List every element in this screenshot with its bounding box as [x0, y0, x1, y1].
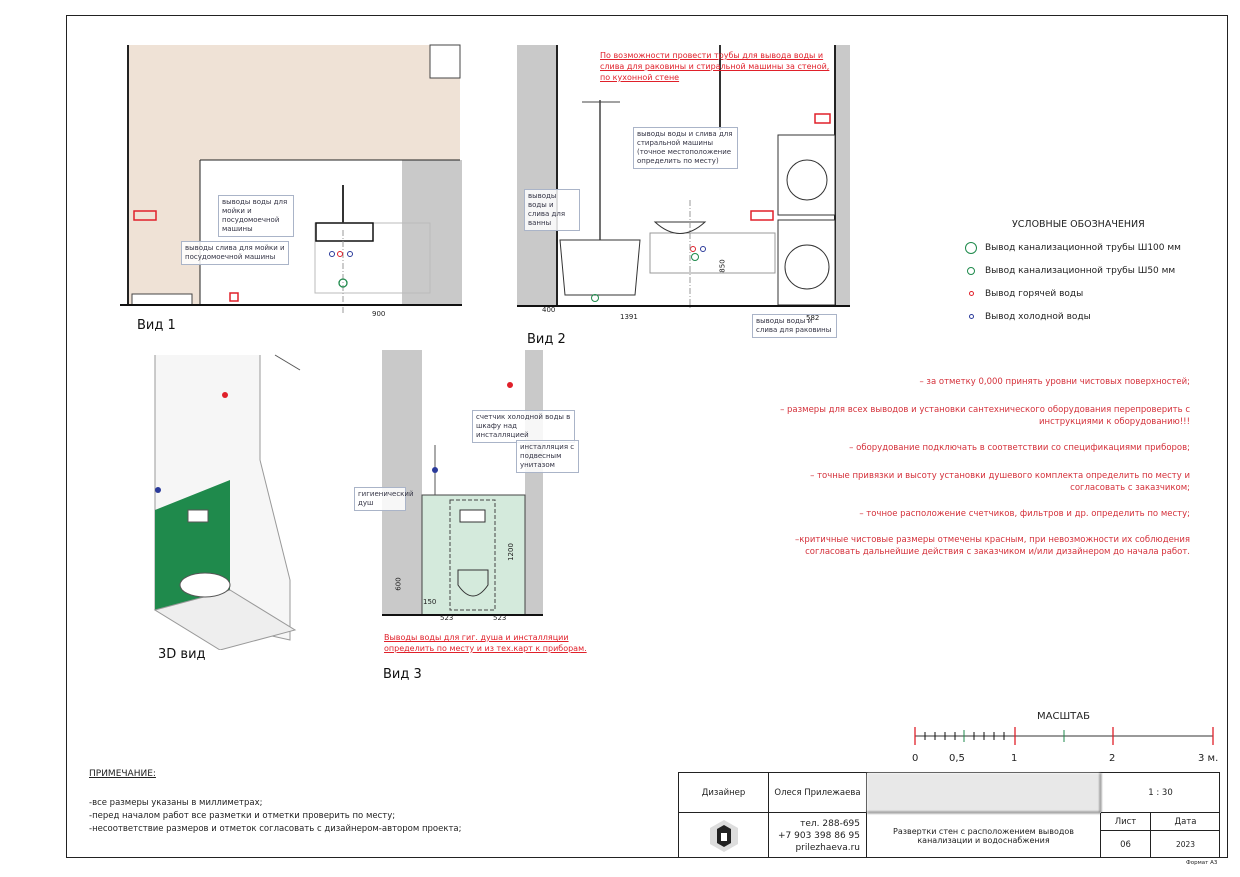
legend-title: УСЛОВНЫЕ ОБОЗНАЧЕНИЯ: [1012, 219, 1145, 230]
large-green-circle-icon: [965, 241, 977, 254]
callout-v3-install: инсталляция с подвесным унитазом: [516, 440, 579, 473]
legend-label: Вывод горячей воды: [985, 288, 1084, 299]
title-block: Дизайнер Олеся Прилежаева 1 : 30 тел. 28…: [678, 772, 1220, 858]
legend-label: Вывод канализационной трубы Ш50 мм: [985, 265, 1176, 276]
requirement: – точное расположение счетчиков, фильтро…: [859, 509, 1190, 519]
format-label: Формат А3: [1186, 860, 1218, 866]
date-value: 2023: [1175, 840, 1196, 849]
dim-v3-600: 600: [394, 577, 403, 591]
scale-tick-1: 1: [1011, 753, 1018, 764]
sheet-number: 06: [1101, 831, 1151, 858]
requirement: – за отметку 0,000 принять уровни чистов…: [919, 377, 1190, 387]
sheet-label: Лист: [1101, 813, 1151, 831]
legend-item: Вывод холодной воды: [965, 305, 1181, 328]
view-2-label: Вид 2: [527, 332, 566, 347]
callout-v3-hygienic-shower: гигиенический душ: [354, 487, 414, 511]
drawing-scale: 1 : 30: [1101, 773, 1220, 813]
red-dot-icon: [968, 291, 974, 296]
note-item: -несоответствие размеров и отметок согла…: [89, 824, 462, 834]
legend-item: Вывод канализационной трубы Ш50 мм: [965, 259, 1181, 282]
note-item: -все размеры указаны в миллиметрах;: [89, 798, 263, 808]
designer-role: Дизайнер: [679, 773, 769, 813]
v2-red-note: По возможности провести трубы для вывода…: [600, 51, 830, 82]
view-3-label: Вид 3: [383, 667, 422, 682]
callout-v2-sink: выводы воды и слива для раковины: [752, 314, 837, 338]
v3-red-note: Выводы воды для гиг. душа и инсталляции …: [384, 633, 587, 653]
date-label: Дата: [1151, 813, 1220, 831]
dim-v3-1200: 1200: [506, 543, 515, 561]
blue-dot-icon: [968, 314, 974, 319]
drawing-frame: [66, 15, 1228, 858]
scale-tick-3: 3 м.: [1198, 753, 1219, 764]
requirement: –критичные чистовые размеры отмечены кра…: [795, 535, 1190, 557]
scale-tick-0-5: 0,5: [949, 753, 965, 764]
dim-v3-523-left: 523: [440, 614, 454, 622]
requirements-list: – за отметку 0,000 принять уровни чистов…: [760, 376, 1190, 558]
scale-bar: [914, 727, 1214, 745]
phone-1: тел. 288-695: [800, 818, 860, 829]
legend-label: Вывод холодной воды: [985, 311, 1091, 322]
website: prilezhaeva.ru: [795, 842, 860, 853]
callout-v2-washer: выводы воды и слива для стиральной машин…: [633, 127, 738, 169]
requirement: – точные привязки и высоту установки душ…: [810, 471, 1190, 493]
view-3-drawing: [382, 350, 543, 616]
sheet-title: Развертки стен с расположением выводов к…: [867, 813, 1101, 858]
notes-list: -все размеры указаны в миллиметрах; -пер…: [89, 797, 462, 836]
view-2-drawing: [517, 45, 850, 310]
dim-v1: 900: [372, 310, 386, 318]
designer-logo: [679, 813, 769, 858]
legend-label: Вывод канализационной трубы Ш100 мм: [985, 242, 1181, 253]
requirement: – размеры для всех выводов и установки с…: [780, 405, 1190, 427]
note-item: -перед началом работ все разметки и отме…: [89, 811, 396, 821]
scale-tick-0: 0: [912, 753, 919, 764]
view-3d-label: 3D вид: [158, 647, 206, 662]
view-1-label: Вид 1: [137, 318, 176, 333]
scale-tick-2: 2: [1109, 753, 1116, 764]
dim-v3-523-right: 523: [493, 614, 507, 622]
callout-v1-drain: выводы слива для мойки и посудомоечной м…: [181, 241, 289, 265]
dim-v2-1391: 1391: [620, 313, 638, 321]
view-1-drawing: [120, 44, 462, 315]
callout-v3-meter: счетчик холодной воды в шкафу над инстал…: [472, 410, 575, 443]
callout-v1-water: выводы воды для мойки и посудомоечной ма…: [218, 195, 294, 237]
legend-item: Вывод канализационной трубы Ш100 мм: [965, 236, 1181, 259]
legend: Вывод канализационной трубы Ш100 мм Выво…: [965, 236, 1181, 328]
callout-v2-bath: выводы воды и слива для ванны: [524, 189, 580, 231]
dim-v2-400: 400: [542, 306, 556, 314]
redacted-address: [867, 773, 1101, 813]
dim-v2-582: 582: [806, 314, 820, 322]
small-green-circle-icon: [967, 266, 975, 275]
contact-info: тел. 288-695 +7 903 398 86 95 prilezhaev…: [769, 813, 867, 858]
notes-title: ПРИМЕЧАНИЕ:: [89, 769, 156, 779]
phone-2: +7 903 398 86 95: [778, 830, 860, 841]
legend-item: Вывод горячей воды: [965, 282, 1181, 305]
dim-v2-850: 850: [718, 259, 727, 273]
scale-bar-title: МАСШТАБ: [1037, 711, 1090, 722]
requirement: – оборудование подключать в соответствии…: [849, 443, 1190, 453]
dim-v3-150: 150: [423, 598, 437, 606]
view-3d-drawing: [153, 354, 301, 650]
designer-name: Олеся Прилежаева: [769, 773, 867, 813]
